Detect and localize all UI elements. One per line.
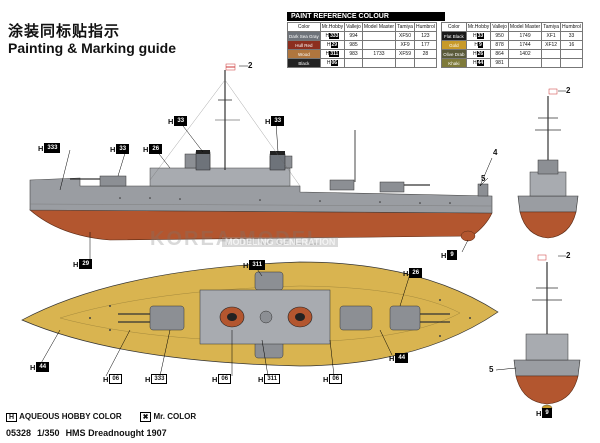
paint-code-master (361, 58, 397, 68)
aqueous-box: H (6, 413, 18, 422)
title-english: Painting & Marking guide (8, 40, 177, 56)
footer: 05328 1/350 HMS Dreadnought 1907 (6, 428, 167, 438)
legend-mr-color: ✖Mr. COLOR (139, 412, 196, 422)
label-2-bow: 2 (566, 86, 571, 95)
watermark-sub: MODELING GENERATION (222, 237, 339, 247)
stern-view (513, 254, 581, 412)
hobby-code: H06 (319, 58, 346, 68)
label-5-side: 5 (481, 174, 486, 183)
label-4: 4 (493, 148, 498, 157)
label-5-stern: 5 (489, 365, 494, 374)
plan-view (21, 261, 499, 367)
hobby-code: H44 (465, 58, 492, 68)
paint-code-humbrol (560, 58, 583, 68)
kit-name: HMS Dreadnought 1907 (65, 428, 167, 438)
paint-code-humbrol (413, 58, 437, 68)
paint-table-title: PAINT REFERENCE COLOUR (287, 12, 445, 21)
leader-lines (39, 65, 566, 377)
label-2-stern: 2 (566, 251, 571, 260)
kit-scale: 1/350 (37, 428, 60, 438)
paint-code-master (507, 58, 543, 68)
watermark: KOREA MODEL (150, 228, 322, 250)
mr-color-box: ✖ (139, 412, 152, 422)
kit-code: 05328 (6, 428, 32, 438)
label-2-side-flag: 2 (248, 61, 253, 70)
bow-view (517, 88, 579, 239)
title-chinese: 涂装同标贴指示 (8, 22, 121, 40)
side-profile (29, 63, 493, 242)
